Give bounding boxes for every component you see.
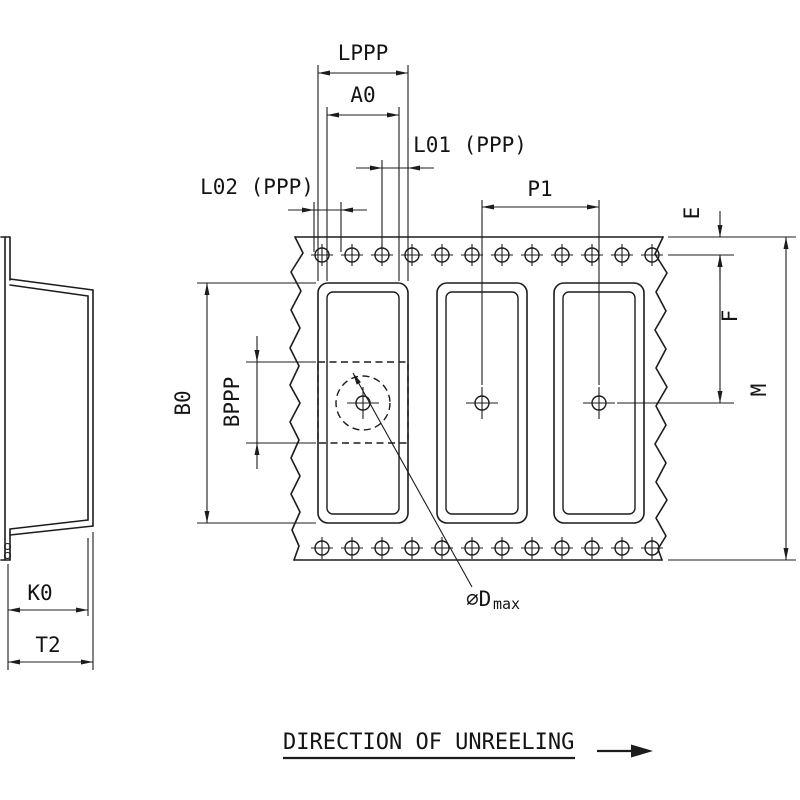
dim-a0-label: A0 <box>350 83 375 107</box>
dim-l02-label: L02 (PPP) <box>200 175 314 199</box>
component-envelope <box>317 361 409 444</box>
dmax-subscript: max <box>493 595 520 613</box>
dim-p1: P1 <box>481 177 600 385</box>
sprocket-hole-edge-view <box>3 542 12 551</box>
dim-f: F <box>617 255 742 404</box>
dim-m: M <box>668 237 796 561</box>
torn-edge-right <box>654 236 668 561</box>
dmax-circle-dashed <box>335 375 391 431</box>
dim-m-label: M <box>747 384 771 397</box>
dim-l01: L01 (PPP) <box>356 133 527 250</box>
dim-f-label: F <box>718 310 742 323</box>
dim-lppp: LPPP <box>317 41 409 281</box>
torn-edge-left <box>289 236 304 561</box>
dmax-callout: ⌀D max <box>352 372 520 613</box>
sprocket-hole-edge-view <box>3 551 12 560</box>
dim-k0-label: K0 <box>27 581 52 605</box>
dmax-label: ⌀D <box>466 587 491 611</box>
unreeling-arrow-icon <box>631 744 653 758</box>
dim-bppp: BPPP <box>220 336 316 469</box>
dim-bppp-label: BPPP <box>220 377 244 428</box>
dim-t2-label: T2 <box>35 633 60 657</box>
dim-a0: A0 <box>326 83 400 281</box>
dim-k0: K0 <box>7 538 89 670</box>
dim-l02: L02 (PPP) <box>200 175 367 252</box>
dim-b0-label: B0 <box>171 390 195 415</box>
carrier-tape-outline <box>289 236 668 561</box>
direction-of-unreeling: DIRECTION OF UNREELING <box>283 730 653 760</box>
dim-e-label: E <box>680 207 704 220</box>
side-profile-view <box>0 236 94 561</box>
component-outline-dashed <box>317 361 409 444</box>
leader-arrow <box>352 372 473 588</box>
direction-label: DIRECTION OF UNREELING <box>283 730 574 755</box>
dim-b0: B0 <box>171 282 316 524</box>
dim-t2: T2 <box>8 532 94 670</box>
dim-p1-label: P1 <box>527 177 552 201</box>
dim-lppp-label: LPPP <box>338 41 389 65</box>
dim-l01-label: L01 (PPP) <box>413 133 527 157</box>
